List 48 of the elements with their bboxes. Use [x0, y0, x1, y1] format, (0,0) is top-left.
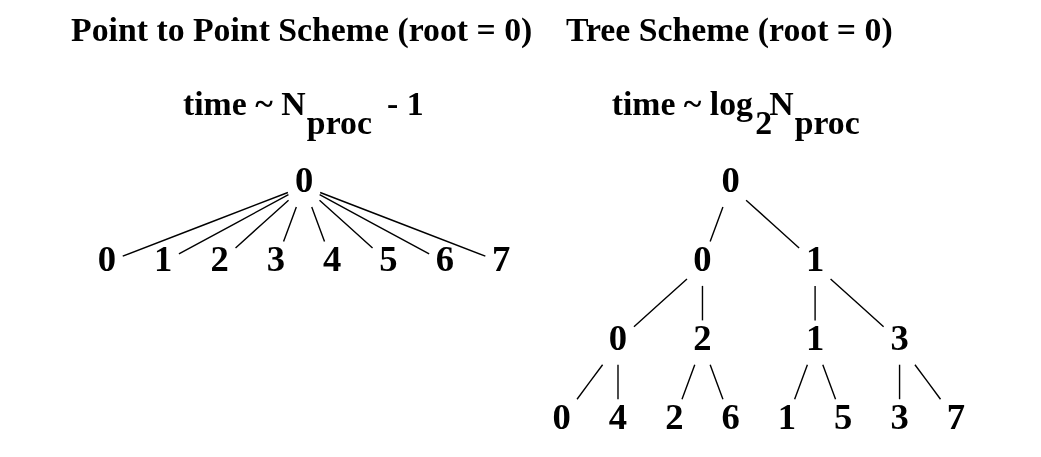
node-text: 3 [266, 238, 286, 280]
connector [311, 206, 326, 243]
connector [814, 285, 816, 322]
node-text: 0 [721, 159, 740, 201]
connector [822, 364, 837, 400]
node-text: 0 [608, 317, 628, 358]
connector [318, 194, 430, 255]
connector [234, 199, 290, 249]
node-text: 6 [435, 238, 454, 280]
connector [829, 278, 885, 328]
connector [701, 285, 704, 322]
node-text: 3 [890, 317, 909, 358]
node-text: 7 [491, 238, 511, 280]
node-text: 2 [210, 238, 229, 280]
node-text: 4 [608, 395, 628, 437]
connector [709, 206, 724, 243]
connector [681, 364, 696, 400]
node-text: 2 [665, 395, 684, 437]
node-text: 5 [834, 395, 853, 437]
node-text: 0 [552, 395, 571, 437]
node-text: 6 [721, 395, 740, 437]
label: Tree Scheme (root = 0) [565, 10, 893, 48]
node-text: 4 [323, 238, 342, 280]
node-text: 0 [693, 238, 712, 280]
node-text: 0 [97, 238, 117, 280]
connector [914, 364, 942, 400]
node-text: 5 [379, 238, 398, 280]
node-text: 3 [890, 395, 909, 437]
node-text: 1 [777, 395, 797, 437]
node-text: 2 [693, 317, 712, 358]
node-text: 1 [154, 238, 173, 280]
node-text: 1 [805, 238, 825, 280]
connector [122, 191, 289, 257]
connector [898, 364, 901, 400]
node-text: 7 [946, 395, 966, 437]
connector [318, 199, 374, 249]
connector [178, 194, 290, 255]
connector [576, 364, 604, 400]
label: Point to Point Scheme (root = 0) [71, 10, 533, 48]
connector [709, 364, 724, 400]
connector [282, 206, 298, 243]
connector [745, 199, 800, 249]
connector [319, 191, 487, 257]
connector [617, 364, 619, 400]
node-text: 0 [294, 159, 314, 201]
node-text: 1 [805, 317, 825, 358]
connector [793, 364, 809, 400]
connector [633, 278, 688, 328]
